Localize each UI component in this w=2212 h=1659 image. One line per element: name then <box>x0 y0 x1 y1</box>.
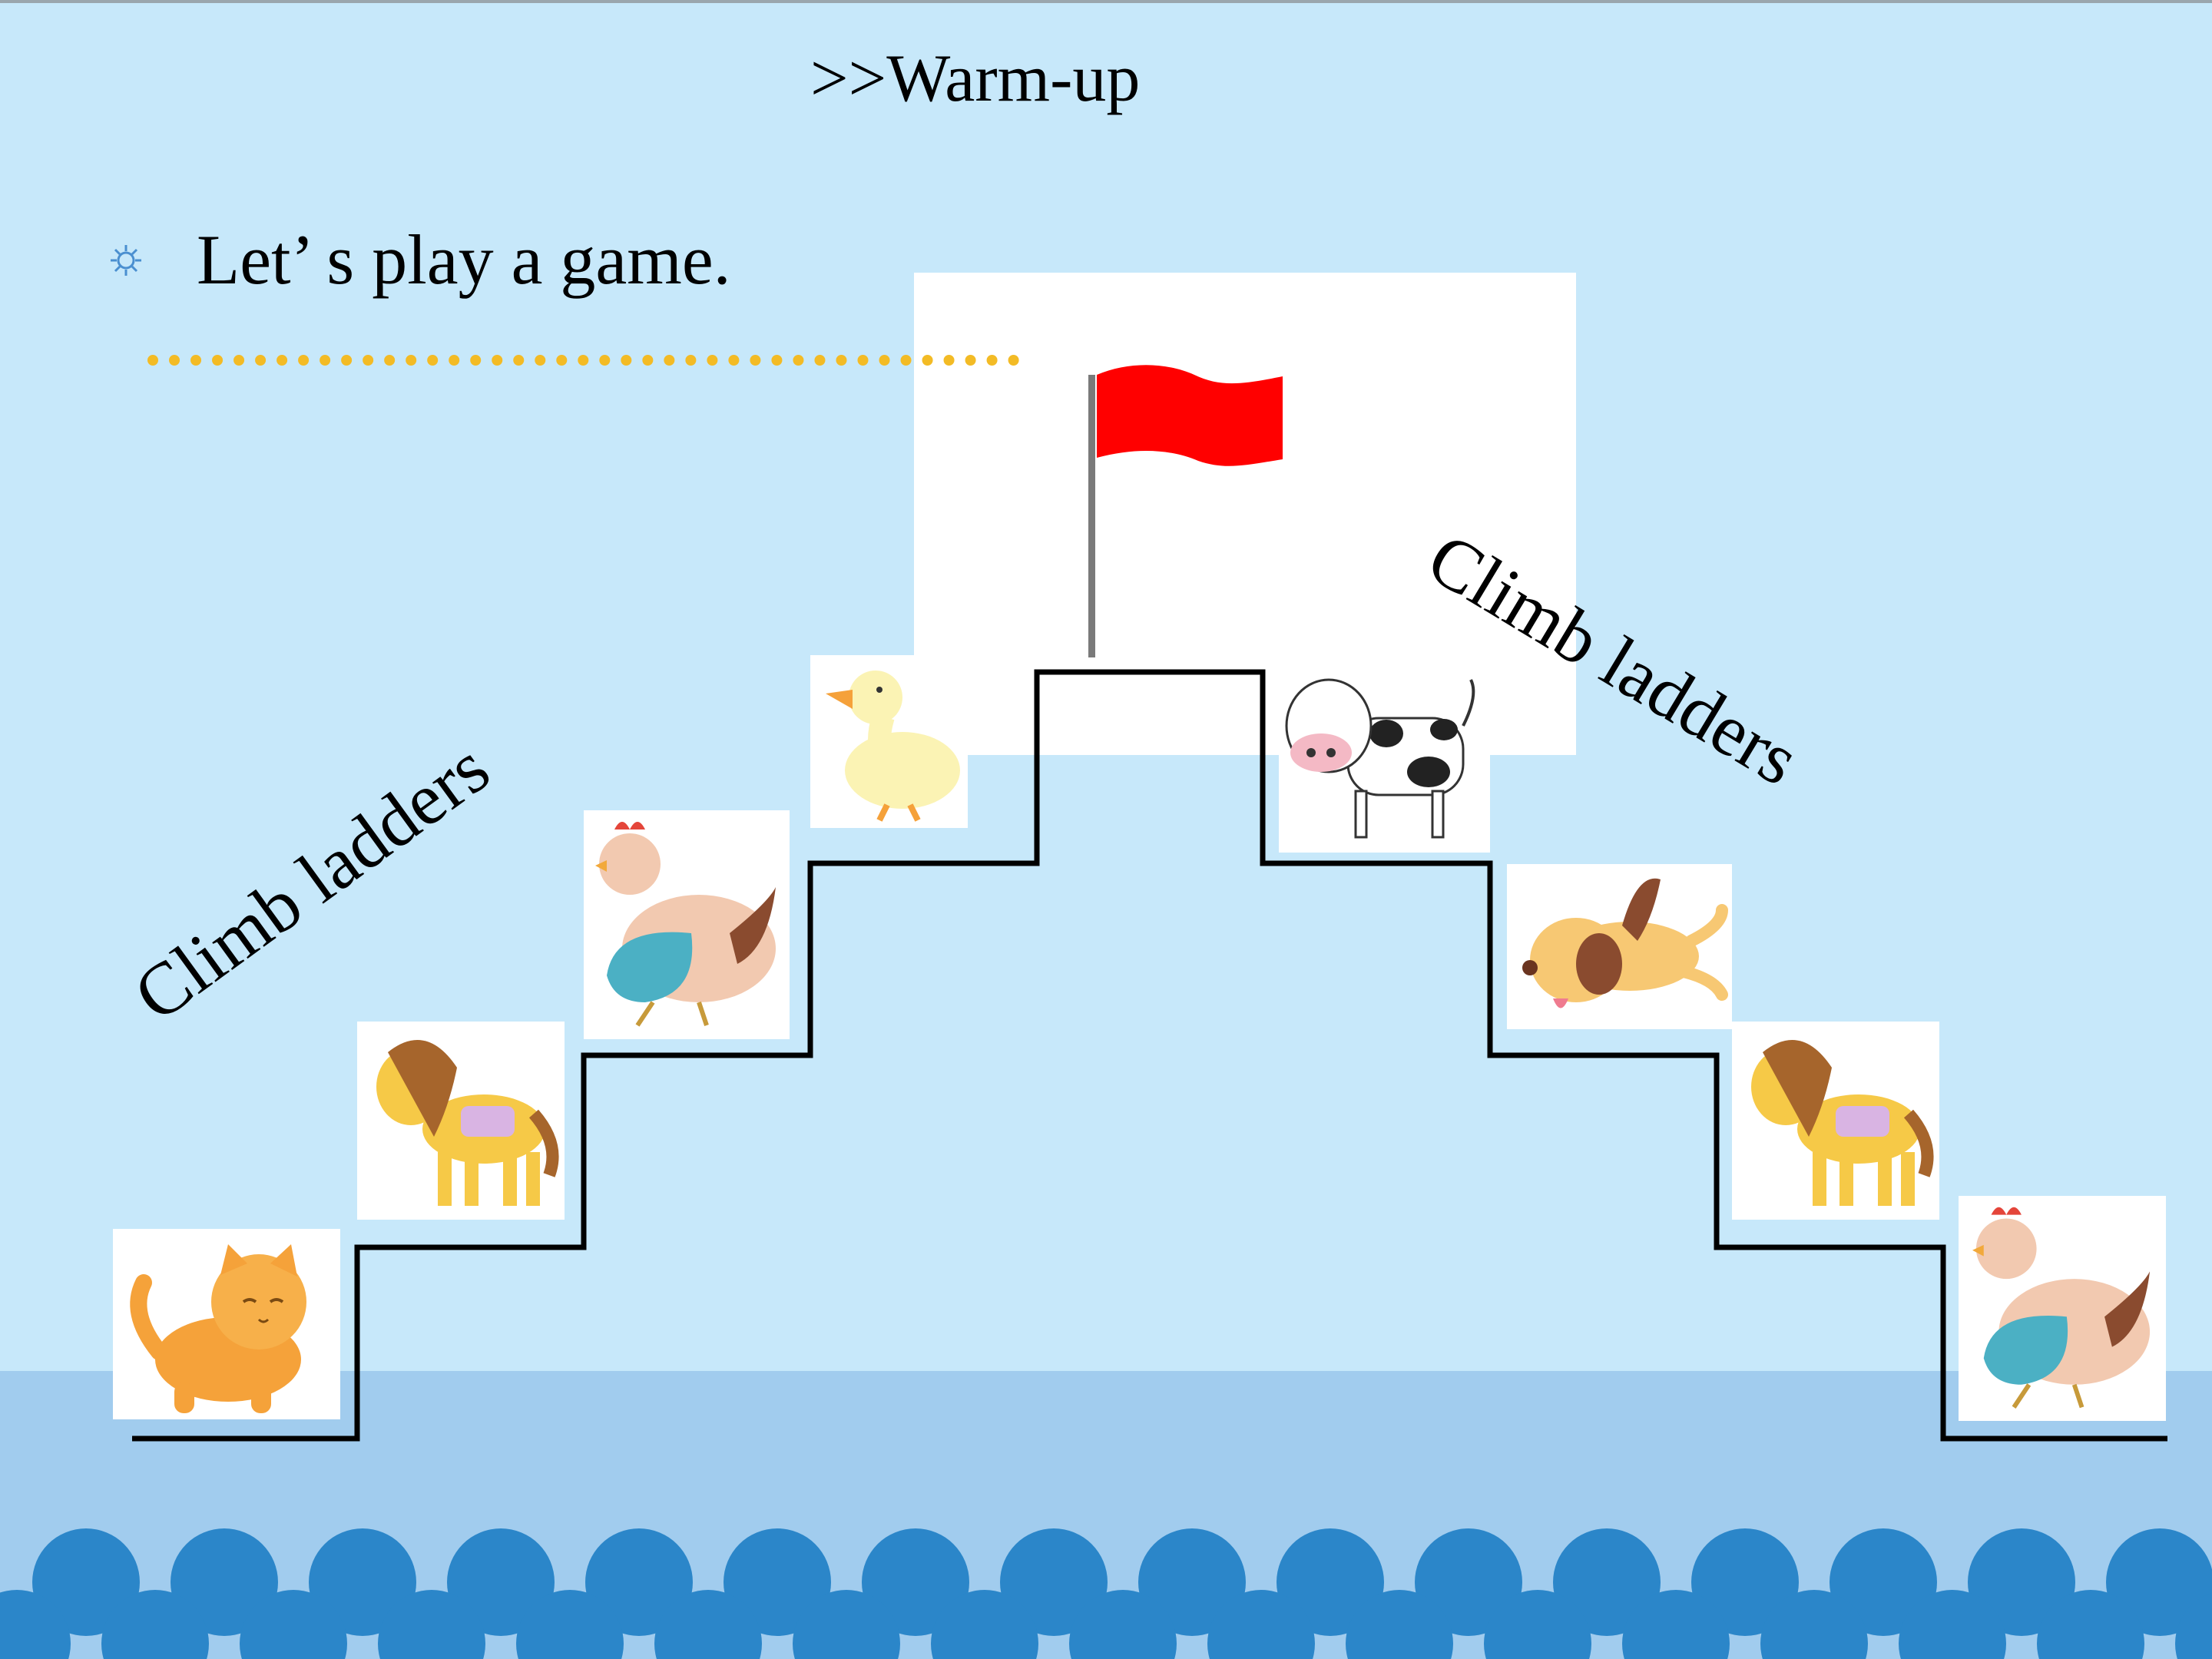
cow-icon <box>1285 678 1475 839</box>
hen-icon-right <box>1972 1207 2151 1409</box>
duck-tile <box>810 655 968 828</box>
bullet-line: Let’ s play a game. <box>108 220 731 299</box>
dotted-divider <box>147 355 1019 366</box>
slide-title: >>Warm-up <box>810 41 1141 116</box>
hen-tile-right <box>1959 1196 2166 1421</box>
horse-icon <box>376 1040 559 1206</box>
dog-tile <box>1507 864 1732 1029</box>
hen-icon <box>595 822 776 1027</box>
cat-icon <box>130 1244 306 1413</box>
duck-icon <box>826 671 960 822</box>
cat-tile <box>113 1229 340 1419</box>
bullet-text: Let’ s play a game. <box>197 220 731 299</box>
dog-icon <box>1522 878 1728 1008</box>
flag-pole <box>1088 375 1095 657</box>
flag-cloth <box>1097 365 1283 466</box>
top-border <box>0 0 2212 3</box>
cow-tile <box>1279 657 1490 853</box>
sun-bullet-icon <box>111 244 141 276</box>
hen-tile-left <box>584 810 790 1039</box>
horse-icon-right <box>1751 1040 1934 1206</box>
horse-tile-right <box>1732 1022 1939 1220</box>
horse-tile-left <box>357 1022 565 1220</box>
